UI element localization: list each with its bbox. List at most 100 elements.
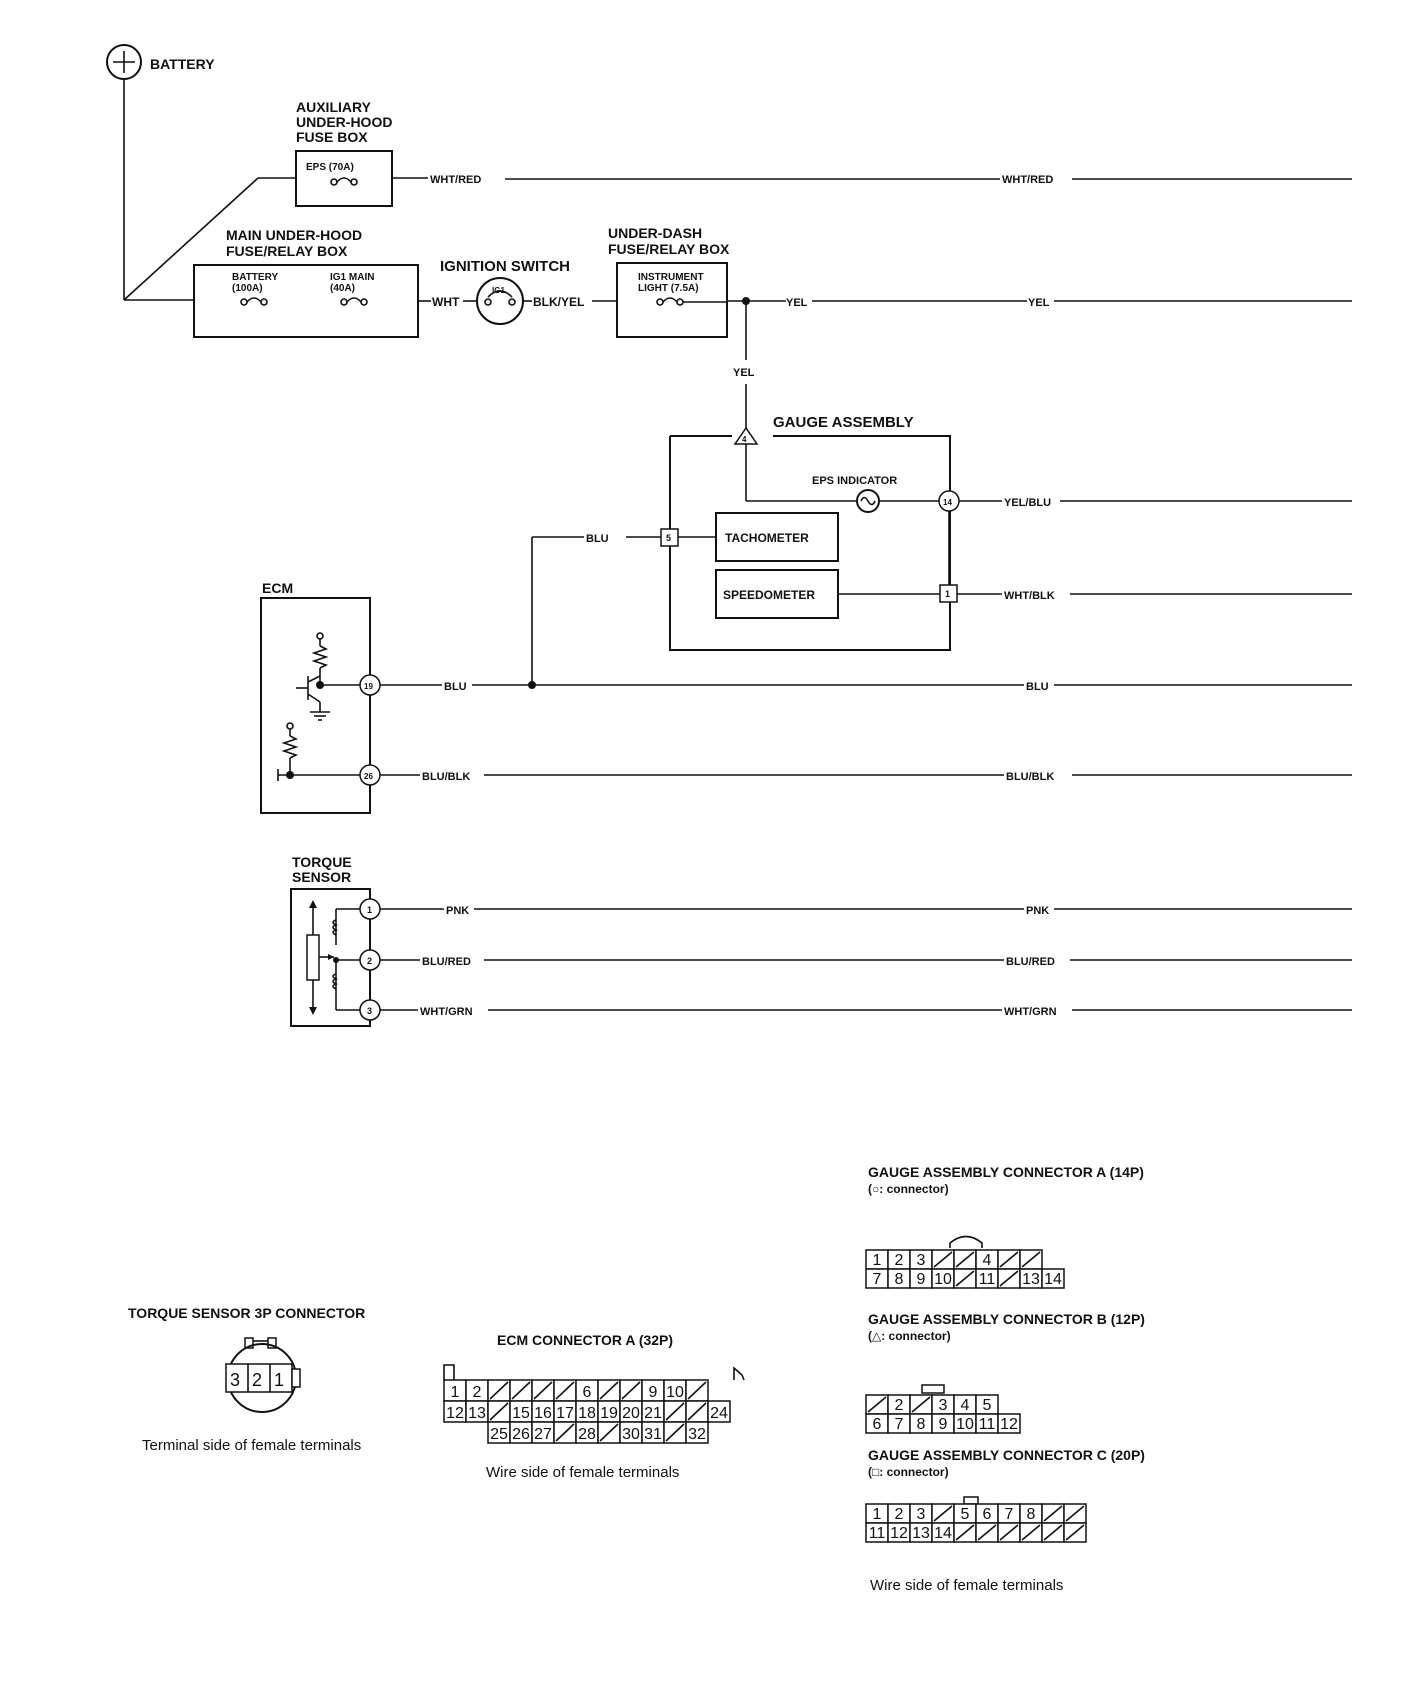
connector-pin-label: 9 xyxy=(939,1416,948,1433)
wire-label-blu-2: BLU xyxy=(444,681,467,693)
unused-pin-slash xyxy=(1043,1505,1063,1522)
connector-pin-label: 7 xyxy=(873,1271,882,1288)
torque-sensor-label: TORQUE SENSOR xyxy=(292,854,356,885)
unused-pin-slash xyxy=(621,1381,641,1400)
svg-text:5: 5 xyxy=(666,533,671,543)
svg-text:2: 2 xyxy=(252,1370,262,1390)
torque-terminal-3: 3 xyxy=(359,999,381,1021)
ignition-switch-label: IGNITION SWITCH xyxy=(440,258,570,275)
wire-label-wht-red-2: WHT/RED xyxy=(1002,174,1053,186)
ecm-terminal-19: 19 xyxy=(359,674,381,696)
connector-pin-label: 6 xyxy=(983,1506,992,1523)
instrument-light-fuse-label: INSTRUMENT LIGHT (7.5A) xyxy=(638,272,706,294)
ecm-connector-title: ECM CONNECTOR A (32P) xyxy=(497,1332,673,1348)
unused-pin-slash xyxy=(1021,1524,1041,1541)
eps-fuse-label: EPS (70A) xyxy=(306,162,354,173)
wire-label-blu-red-1: BLU/RED xyxy=(422,956,471,968)
svg-text:2: 2 xyxy=(367,956,372,966)
battery-fuse-symbol xyxy=(240,297,268,306)
ecm-box xyxy=(260,597,371,814)
connector-pin-label: 27 xyxy=(534,1426,552,1443)
ignition-switch-symbol xyxy=(476,277,524,325)
battery-fuse-label: BATTERY (100A) xyxy=(232,272,281,294)
connector-pin-label: 6 xyxy=(873,1416,882,1433)
torque-terminal-1: 1 xyxy=(359,898,381,920)
connector-pin-label: 8 xyxy=(917,1416,926,1433)
connector-pin-label: 12 xyxy=(1000,1416,1018,1433)
unused-pin-slash xyxy=(489,1381,509,1400)
gauge-terminal-a14: 14 xyxy=(938,490,960,512)
connector-pin-label: 28 xyxy=(578,1426,596,1443)
connector-pin-label: 10 xyxy=(666,1384,684,1401)
torque-sensor-internal xyxy=(306,900,360,1015)
connector-pin-label: 13 xyxy=(468,1405,486,1422)
eps-indicator-lamp xyxy=(856,489,880,513)
torque-connector-note: Terminal side of female terminals xyxy=(142,1437,361,1454)
connector-cell xyxy=(997,1413,1021,1434)
wire-label-wht: WHT xyxy=(432,295,460,309)
connector-pin-label: 31 xyxy=(644,1426,662,1443)
unused-pin-slash xyxy=(999,1251,1019,1268)
under-dash-box xyxy=(616,262,728,338)
unused-pin-slash xyxy=(1065,1524,1085,1541)
gauge-connector-a-title: GAUGE ASSEMBLY CONNECTOR A (14P) xyxy=(868,1164,1144,1180)
wire-label-blu-blk-2: BLU/BLK xyxy=(1006,771,1054,783)
svg-text:14: 14 xyxy=(943,498,952,507)
gauge-terminal-c5: 5 xyxy=(660,528,679,547)
gauge-connector-a-legend: (○: connector) xyxy=(868,1182,949,1196)
unused-pin-slash xyxy=(977,1524,997,1541)
svg-text:3: 3 xyxy=(367,1006,372,1016)
connector-pin-label: 9 xyxy=(917,1271,926,1288)
wire-label-wht-grn-2: WHT/GRN xyxy=(1004,1006,1057,1018)
connector-cell xyxy=(1041,1268,1065,1289)
unused-pin-slash xyxy=(1021,1251,1041,1268)
connector-pin-label: 7 xyxy=(895,1416,904,1433)
connector-pin-label: 24 xyxy=(710,1405,728,1422)
unused-pin-slash xyxy=(555,1381,575,1400)
connector-pin-label: 17 xyxy=(556,1405,574,1422)
gauge-connector-c-note: Wire side of female terminals xyxy=(870,1577,1063,1594)
svg-text:19: 19 xyxy=(364,682,373,691)
connector-pin-label: 6 xyxy=(583,1384,592,1401)
svg-text:4: 4 xyxy=(742,435,747,444)
gauge-connector-c-title: GAUGE ASSEMBLY CONNECTOR C (20P) xyxy=(868,1447,1145,1463)
wire-label-blu-blk-1: BLU/BLK xyxy=(422,771,470,783)
main-fuse-box xyxy=(193,264,419,338)
unused-pin-slash xyxy=(687,1402,707,1421)
torque-sensor-connector: 3 2 1 xyxy=(225,1337,301,1413)
wire-label-yel-2: YEL xyxy=(1028,297,1050,309)
connector-pin-label: 4 xyxy=(961,1397,970,1414)
torque-terminal-2: 2 xyxy=(359,949,381,971)
unused-pin-slash xyxy=(1065,1505,1085,1522)
wire-label-wht-red-1: WHT/RED xyxy=(430,174,481,186)
connector-pin-label: 2 xyxy=(895,1252,904,1269)
ig1-label: IG1 xyxy=(492,286,505,295)
unused-pin-slash xyxy=(533,1381,553,1400)
ecm-internal-circuit xyxy=(277,632,360,781)
wire-label-pnk-2: PNK xyxy=(1026,905,1049,917)
connector-pin-label: 11 xyxy=(979,1271,996,1288)
gauge-connector-b-title: GAUGE ASSEMBLY CONNECTOR B (12P) xyxy=(868,1311,1145,1327)
gauge-connector-c-legend: (□: connector) xyxy=(868,1465,949,1479)
wire-label-blu-3: BLU xyxy=(1026,681,1049,693)
connector-pin-label: 13 xyxy=(912,1525,930,1542)
unused-pin-slash xyxy=(665,1402,685,1421)
wire-label-blu-red-2: BLU/RED xyxy=(1006,956,1055,968)
unused-pin-slash xyxy=(955,1251,975,1268)
connector-pin-label: 1 xyxy=(451,1384,460,1401)
unused-pin-slash xyxy=(867,1396,887,1413)
svg-text:3: 3 xyxy=(230,1370,240,1390)
aux-fuse-box-label: AUXILIARY UNDER-HOOD FUSE BOX xyxy=(296,99,396,145)
ig1-main-fuse-label: IG1 MAIN (40A) xyxy=(330,272,377,294)
connector-pin-label: 13 xyxy=(1022,1271,1040,1288)
unused-pin-slash xyxy=(1043,1524,1063,1541)
unused-pin-slash xyxy=(511,1381,531,1400)
connector-pin-label: 3 xyxy=(939,1397,948,1414)
connector-pin-label: 25 xyxy=(490,1426,508,1443)
ig1-main-fuse-symbol xyxy=(340,297,368,306)
connector-pin-label: 20 xyxy=(622,1405,640,1422)
